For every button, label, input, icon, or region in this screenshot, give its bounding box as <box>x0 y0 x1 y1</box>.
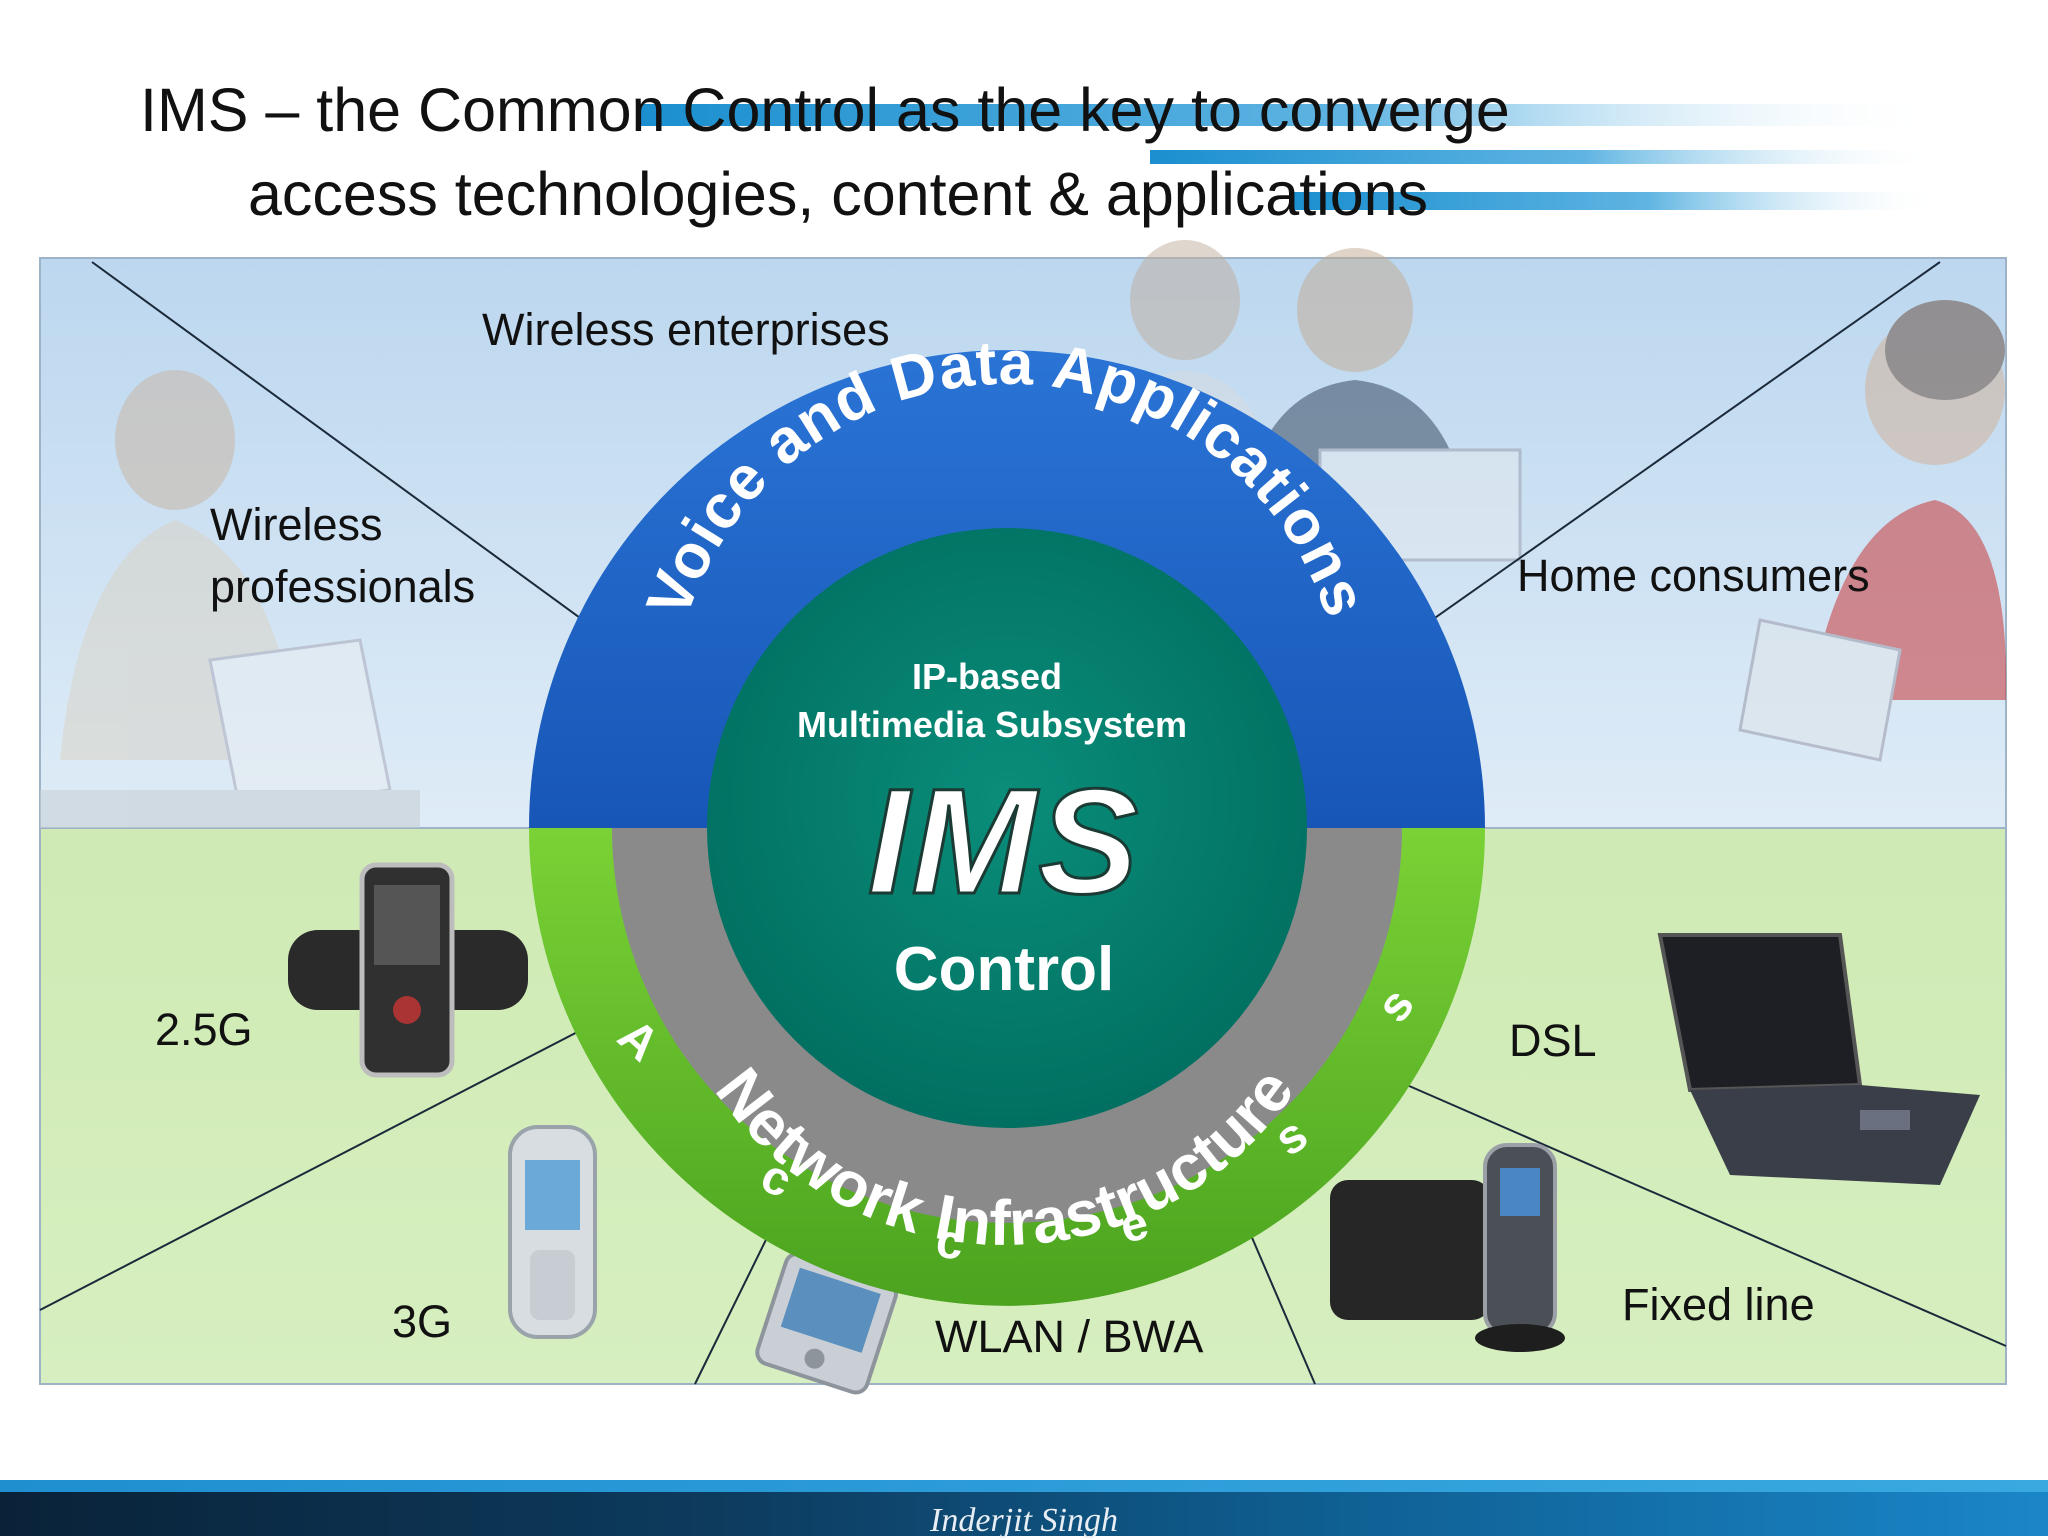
label-dsl: DSL <box>1509 1015 1597 1066</box>
label-home-consumers: Home consumers <box>1517 550 1870 601</box>
title-decoration <box>640 104 1940 210</box>
footer-author: Inderjit Singh <box>930 1502 1118 1539</box>
label-2-5g: 2.5G <box>155 1004 253 1055</box>
label-wireless-professionals-2: professionals <box>210 561 475 612</box>
slider-phone-icon <box>288 862 528 1078</box>
footer-stripe <box>0 1480 2048 1492</box>
title-line-2: access technologies, content & applicati… <box>248 160 1429 228</box>
ims-core-circle <box>707 528 1307 1128</box>
label-fixed-line: Fixed line <box>1622 1279 1815 1330</box>
footer-bar <box>0 1480 2048 1536</box>
label-3g: 3G <box>392 1296 452 1347</box>
laptop-icon <box>1657 933 1980 1185</box>
core-line-1: IP-based <box>912 656 1062 697</box>
pda-icon <box>755 1251 898 1395</box>
core-line-2: Multimedia Subsystem <box>797 704 1187 745</box>
family-with-laptop-photo-icon <box>1738 300 2007 762</box>
cordless-phone-icon <box>1330 1143 1565 1352</box>
label-wireless-professionals-1: Wireless <box>210 499 383 550</box>
ims-logo: IMS <box>868 757 1141 925</box>
svg-text:c: c <box>934 1215 966 1271</box>
label-wlan-bwa: WLAN / BWA <box>935 1311 1203 1362</box>
man-with-laptop-photo-icon <box>40 370 420 828</box>
core-control: Control <box>894 935 1114 1004</box>
slide-title: IMS – the Common Control as the key to c… <box>140 68 1510 236</box>
label-wireless-enterprises: Wireless enterprises <box>482 304 890 355</box>
ring-stack <box>529 350 1485 1306</box>
3g-phone-icon <box>508 1125 597 1339</box>
title-line-1: IMS – the Common Control as the key to c… <box>140 76 1510 144</box>
